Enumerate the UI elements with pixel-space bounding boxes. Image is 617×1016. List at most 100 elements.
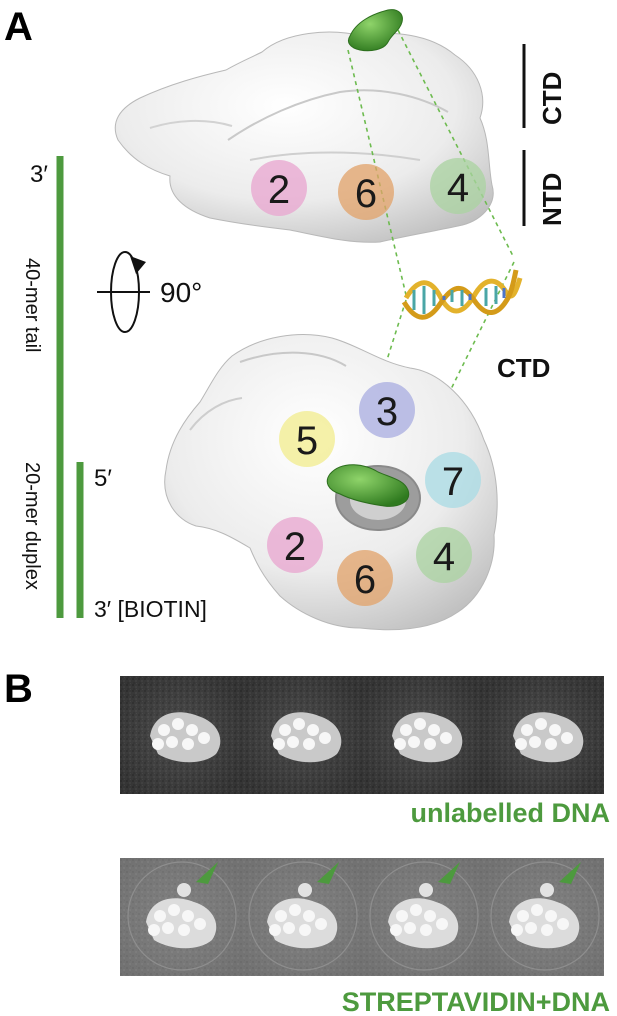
class-average-tile	[483, 858, 604, 976]
particle-subunit-spot	[178, 924, 190, 936]
particle-subunit-spot	[404, 922, 416, 934]
particle-density	[271, 712, 342, 763]
particle-subunit-spot	[396, 910, 408, 922]
subunit-5-bottom: 5	[279, 411, 335, 467]
class-average-tile	[362, 858, 483, 976]
streptavidin-spot	[177, 883, 191, 897]
particle-subunit-spot	[390, 924, 402, 936]
particle-subunit-spot	[529, 736, 541, 748]
particle-subunit-spot	[275, 910, 287, 922]
particle-density	[513, 712, 584, 763]
particle-subunit-spot	[541, 924, 553, 936]
class-average-tile	[120, 676, 241, 794]
class-average-tile	[483, 676, 604, 794]
ntd-label: NTD	[537, 173, 567, 226]
particle-subunit-spot	[545, 910, 557, 922]
particle-subunit-spot	[279, 724, 291, 736]
particle-subunit-spot	[424, 910, 436, 922]
particle-density	[392, 712, 463, 763]
subunit-4-top-circle	[430, 158, 486, 214]
green-arrowhead-icon	[559, 862, 581, 884]
particle-subunit-spot	[283, 922, 295, 934]
class-averages-streptavidin	[120, 858, 604, 976]
particle-subunit-spot	[511, 924, 523, 936]
panel-letter-a: A	[4, 5, 33, 49]
streptavidin-dna-label: STREPTAVIDIN+DNA	[342, 987, 610, 1016]
particle-subunit-spot	[535, 718, 547, 730]
rotation-arrowhead-icon	[130, 256, 146, 274]
particle-subunit-spot	[194, 918, 206, 930]
particle-subunit-spot	[515, 738, 527, 750]
particle-subunit-spot	[394, 738, 406, 750]
particle-subunit-spot	[531, 904, 543, 916]
particle-subunit-spot	[436, 918, 448, 930]
particle-subunit-spot	[319, 732, 331, 744]
particle-density	[146, 898, 217, 949]
duplex-5prime-label: 5′	[94, 465, 112, 492]
duplex-label: 20-mer duplex	[21, 462, 43, 590]
panel-letter-b: B	[4, 667, 33, 711]
tail-label: 40-mer tail	[21, 258, 43, 352]
particle-density	[150, 712, 221, 763]
green-arrowhead-icon	[196, 862, 218, 884]
class-average-tile	[120, 858, 241, 976]
particle-subunit-spot	[400, 724, 412, 736]
particle-subunit-spot	[428, 724, 440, 736]
subunit-7-bottom-circle	[425, 452, 481, 508]
particle-subunit-spot	[269, 924, 281, 936]
green-arrowhead-icon	[438, 862, 460, 884]
particle-subunit-spot	[287, 736, 299, 748]
particle-subunit-spot	[299, 924, 311, 936]
duplex-3prime-biotin-label: 3′ [BIOTIN]	[94, 596, 207, 622]
domain-brackets: CTD NTD	[522, 44, 567, 226]
particle-subunit-spot	[182, 738, 194, 750]
subunit-6-bottom-label: 6	[354, 558, 376, 602]
subunit-4-bottom-circle	[416, 527, 472, 583]
particle-subunit-spot	[152, 738, 164, 750]
ctd-top-label: CTD	[537, 72, 567, 125]
subunit-2-top-circle	[251, 160, 307, 216]
class-averages-unlabelled	[120, 676, 604, 794]
particle-subunit-spot	[172, 718, 184, 730]
subunit-4-top-label: 4	[447, 166, 469, 210]
particle-subunit-spot	[289, 904, 301, 916]
particle-subunit-spot	[545, 738, 557, 750]
particle-subunit-spot	[154, 910, 166, 922]
class-average-tile	[241, 858, 362, 976]
subunit-2-bottom: 2	[267, 517, 323, 573]
particle-subunit-spot	[148, 924, 160, 936]
subunit-6-bottom: 6	[337, 550, 393, 606]
subunit-2-bottom-circle	[267, 517, 323, 573]
particle-subunit-spot	[408, 736, 420, 748]
subunit-3-bottom-label: 3	[376, 390, 398, 434]
subunit-6-bottom-circle	[337, 550, 393, 606]
dna-scheme: 3′ 40-mer tail 5′ 20-mer duplex 3′ [BIOT…	[21, 156, 207, 622]
particle-subunit-spot	[162, 922, 174, 934]
dna-helix	[401, 269, 523, 320]
particle-subunit-spot	[307, 724, 319, 736]
subunit-6-top-circle	[338, 164, 394, 220]
subunit-5-bottom-circle	[279, 411, 335, 467]
subunit-2-top: 2	[251, 160, 307, 216]
subunit-7-bottom: 7	[425, 452, 481, 508]
subunit-6-top-label: 6	[355, 172, 377, 216]
particle-subunit-spot	[293, 718, 305, 730]
particle-subunit-spot	[420, 924, 432, 936]
particle-subunit-spot	[561, 732, 573, 744]
particle-subunit-spot	[549, 724, 561, 736]
particle-subunit-spot	[414, 718, 426, 730]
particle-subunit-spot	[521, 724, 533, 736]
subunit-2-top-label: 2	[268, 168, 290, 212]
particle-subunit-spot	[303, 910, 315, 922]
subunit-4-bottom-label: 4	[433, 535, 455, 579]
rotation-label: 90°	[160, 277, 202, 308]
green-arrowhead-icon	[317, 862, 339, 884]
subunit-4-top: 4	[430, 158, 486, 214]
ctd-bottom-label: CTD	[497, 353, 550, 383]
subunit-5-bottom-label: 5	[296, 419, 318, 463]
particle-subunit-spot	[166, 736, 178, 748]
streptavidin-spot	[540, 883, 554, 897]
unlabelled-dna-label: unlabelled DNA	[410, 798, 610, 828]
particle-density	[267, 898, 338, 949]
particle-subunit-spot	[424, 738, 436, 750]
